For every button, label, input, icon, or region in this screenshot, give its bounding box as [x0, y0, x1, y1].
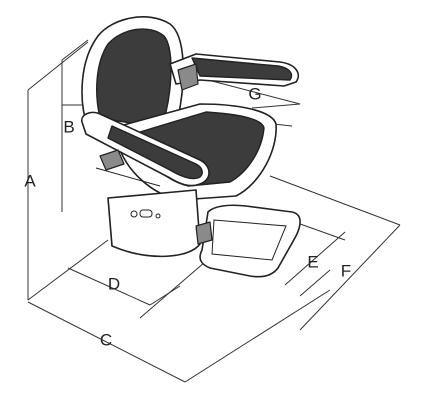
footrest-inner-edge: [211, 219, 287, 261]
dimension-labels: A B C D E F G: [24, 84, 351, 349]
dimension-c-right-extension: [184, 289, 331, 383]
label-e: E: [307, 252, 318, 271]
dimension-d-extension: [149, 285, 181, 306]
footrest-hinge: [195, 221, 213, 245]
label-g: G: [248, 84, 261, 103]
armrest-control-toggle: [99, 149, 125, 171]
dimension-a-bottom-extension: [27, 239, 109, 301]
carriage-box: [107, 189, 201, 258]
back-top-extension: [61, 39, 89, 61]
dimension-f-line: [299, 224, 401, 331]
label-d: D: [108, 274, 120, 293]
dimension-d-line: [67, 267, 151, 306]
swivel-lever: [95, 167, 161, 187]
label-c: C: [100, 330, 112, 349]
stairlift-chair: [81, 16, 301, 278]
left-armrest-pad: [107, 125, 203, 180]
carriage-button: [155, 213, 161, 219]
dimension-e-line: [284, 231, 346, 286]
dimension-a-top-extension: [27, 41, 89, 91]
dimension-d-lower-extension: [139, 261, 206, 319]
right-armrest-hinge: [177, 63, 199, 91]
dimension-lines: [27, 39, 401, 383]
footrest-plate: [199, 204, 301, 278]
right-armrest-pad: [191, 57, 293, 81]
label-f: F: [341, 261, 351, 280]
dimension-g-extension: [251, 103, 301, 109]
carriage-edge: [107, 197, 113, 247]
carriage-indicator: [139, 209, 153, 218]
dimension-c-line: [27, 301, 186, 383]
dimension-e-extension: [299, 269, 331, 297]
dimension-f-top-extension: [269, 175, 401, 226]
backrest-cushion: [96, 28, 172, 127]
label-a: A: [24, 171, 36, 190]
dimension-g-line: [207, 79, 301, 105]
carriage-key-switch: [130, 210, 138, 218]
label-b: B: [63, 117, 74, 136]
